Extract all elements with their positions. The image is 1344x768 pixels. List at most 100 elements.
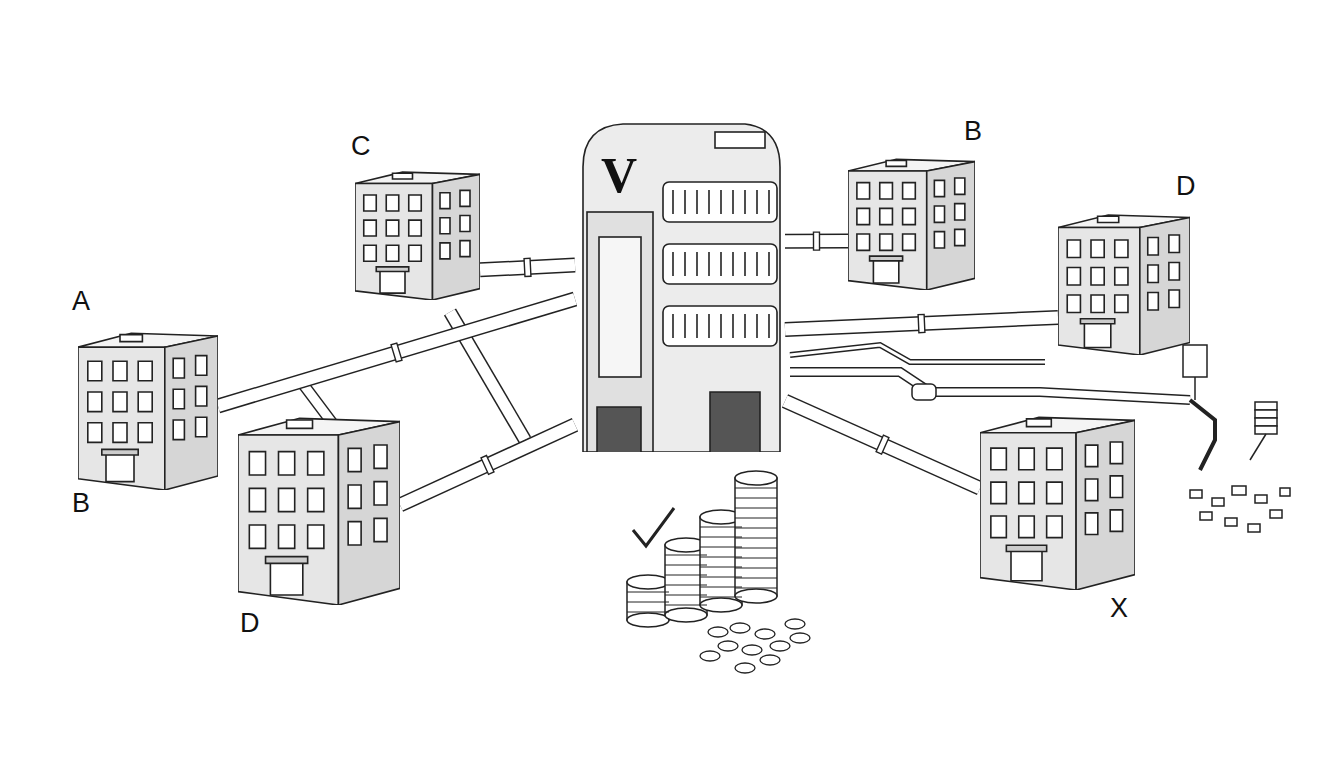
window-mullion [732, 190, 734, 214]
window [880, 183, 893, 199]
window [409, 245, 422, 261]
side-wall [165, 336, 218, 490]
window-mullion [708, 314, 710, 338]
window [1085, 445, 1097, 467]
drawing-part [1270, 510, 1282, 518]
window [440, 193, 450, 209]
drawing-part [742, 645, 762, 655]
window [1169, 235, 1180, 253]
window-band [663, 244, 777, 284]
window [880, 234, 893, 250]
side-wall [927, 162, 975, 290]
door [873, 260, 898, 283]
window [934, 180, 944, 196]
side-wall [1076, 420, 1135, 590]
window-band [663, 306, 777, 346]
window [460, 216, 470, 232]
window-mullion [684, 314, 686, 338]
window [857, 234, 870, 250]
loose-coins [700, 619, 810, 673]
building-shape [1058, 205, 1190, 355]
drawing-part [1183, 345, 1207, 377]
window [460, 241, 470, 257]
pipe [785, 314, 1058, 332]
window [279, 488, 295, 511]
window [1091, 295, 1104, 313]
window [374, 518, 387, 541]
window [955, 204, 965, 220]
window [1019, 516, 1035, 538]
drawing-part [1232, 486, 1246, 495]
building-label: B [964, 116, 982, 146]
drawing-part [760, 655, 780, 665]
front-wall [848, 171, 927, 290]
pipe [218, 299, 575, 406]
window [113, 361, 127, 381]
building-shape [848, 150, 975, 290]
tower-door [597, 407, 641, 452]
door [106, 454, 134, 482]
window [173, 389, 184, 409]
window-mullion [696, 252, 698, 276]
building-node: C [355, 163, 480, 300]
building-shape [980, 405, 1135, 590]
drawing-part [735, 471, 777, 485]
drawing-part [1190, 490, 1202, 498]
window [1169, 290, 1180, 308]
window [1148, 293, 1159, 311]
window [903, 234, 916, 250]
window [1019, 448, 1035, 470]
drawing-part [1200, 512, 1212, 520]
window-mullion [732, 252, 734, 276]
window [1047, 516, 1063, 538]
drawing-part [1225, 518, 1237, 526]
drawing-part [1250, 434, 1266, 460]
side-wall [338, 422, 400, 605]
window [386, 245, 399, 261]
window [138, 392, 152, 412]
window [196, 386, 207, 406]
tower-body [583, 124, 780, 452]
building-label: X [1110, 593, 1128, 623]
window [386, 195, 399, 211]
window [1067, 268, 1080, 286]
window [1085, 479, 1097, 501]
window-mullion [756, 314, 758, 338]
window [196, 356, 207, 376]
awning [376, 267, 409, 272]
window [991, 516, 1007, 538]
window [1091, 240, 1104, 258]
window [1110, 476, 1122, 498]
window [1067, 295, 1080, 313]
drawing-part [790, 372, 1190, 400]
window [955, 229, 965, 245]
building-label: D [240, 608, 260, 638]
window [308, 525, 324, 548]
door [270, 562, 302, 595]
pipe [400, 425, 575, 505]
window [364, 195, 377, 211]
window [1019, 482, 1035, 504]
drawing-part [1194, 377, 1196, 400]
building-node: D [238, 405, 400, 605]
window-mullion [732, 314, 734, 338]
building-label: V [601, 148, 637, 202]
window [880, 208, 893, 224]
window-mullion [696, 190, 698, 214]
window [88, 361, 102, 381]
building-shape [78, 322, 218, 490]
window [857, 208, 870, 224]
pipe-ring [391, 343, 402, 362]
pipe [785, 401, 980, 488]
pipe-fill [218, 299, 575, 406]
window [364, 245, 377, 261]
window-mullion [684, 190, 686, 214]
window [364, 220, 377, 236]
window [88, 423, 102, 443]
window-mullion [768, 252, 770, 276]
window [1148, 238, 1159, 256]
side-wall [433, 174, 481, 300]
awning [1080, 319, 1114, 324]
window [88, 392, 102, 412]
window-mullion [672, 252, 674, 276]
